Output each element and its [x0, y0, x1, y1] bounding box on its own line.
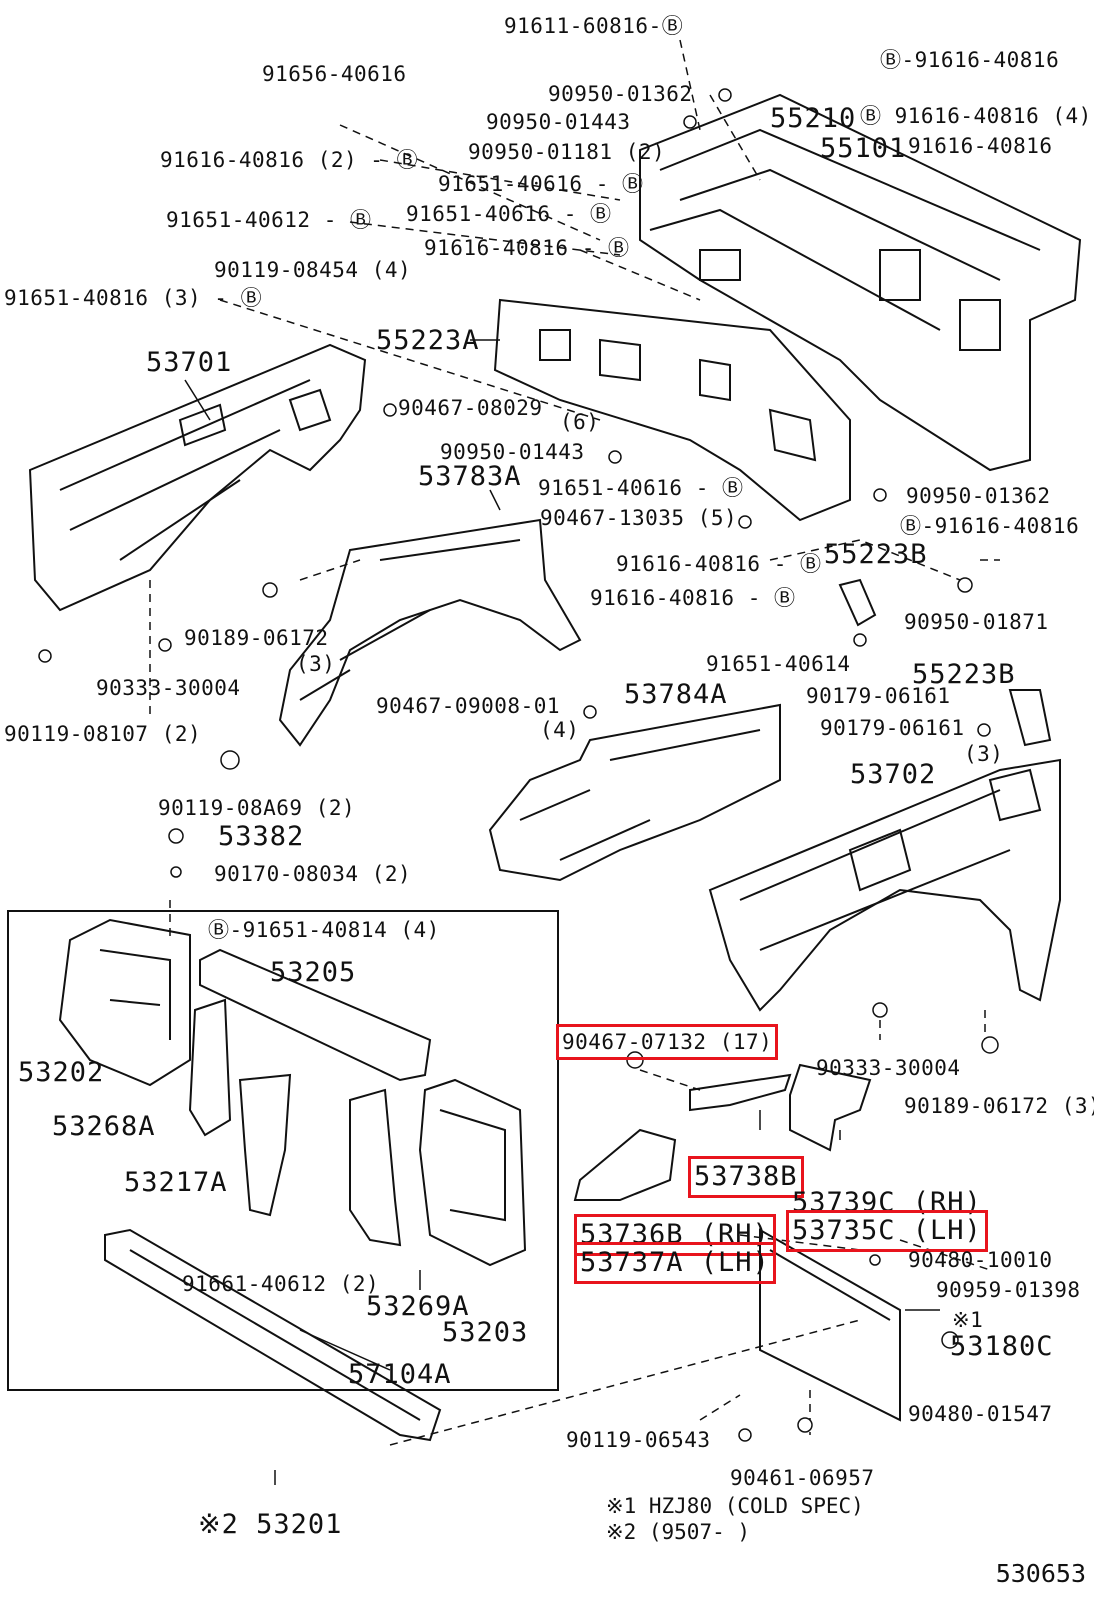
- radiator-support-group-frame: [7, 910, 559, 1391]
- callout-53217a: 53217A: [124, 1167, 228, 1198]
- callout-55101: 55101: [820, 133, 907, 164]
- callout-55223a: 55223A: [376, 325, 480, 356]
- callout-53736b-rh-highlighted: 53736B (RH): [574, 1214, 776, 1256]
- callout-90480-01547: 90480-01547: [908, 1402, 1053, 1426]
- callout-90467-13035: 90467-13035 (5): [540, 506, 738, 530]
- panel-53784a: [488, 703, 781, 882]
- callout-91661-40612: 91661-40612 (2): [182, 1272, 380, 1296]
- callout-53180c: 53180C: [950, 1331, 1054, 1362]
- callout-53783a: 53783A: [418, 461, 522, 492]
- apron-53701: [28, 343, 367, 612]
- callout-90333-30004-a: 90333-30004: [96, 676, 241, 700]
- callout-91651-40612: 91651-40612 - Ⓑ: [166, 208, 372, 232]
- callout-91616-40816-f: 91616-40816 - Ⓑ: [590, 586, 796, 610]
- callout-53203: 53203: [442, 1317, 529, 1348]
- callout-57104a: 57104A: [348, 1359, 452, 1390]
- callout-90119-08107: 90119-08107 (2): [4, 722, 202, 746]
- callout-90170-08034: 90170-08034 (2): [214, 862, 412, 886]
- callout-90480-10010: 90480-10010: [908, 1248, 1053, 1272]
- callout-91616-40816-d: Ⓑ-91616-40816: [900, 514, 1080, 538]
- callout-90950-01362-top: 90950-01362: [548, 82, 693, 106]
- callout-90467-08029-qty: (6): [560, 410, 600, 434]
- callout-cold-spec-mark: ※1: [952, 1308, 984, 1332]
- brace-53217a: [238, 1073, 292, 1217]
- member-57104a: [104, 1228, 442, 1442]
- callout-90467-09008-01: 90467-09008-01: [376, 694, 561, 718]
- callout-91651-40614: 91651-40614: [706, 652, 851, 676]
- callout-91616-40816-right: 91616-40816: [908, 134, 1053, 158]
- callout-90179-06161-a: 90179-06161: [806, 684, 951, 708]
- callout-53737a-lh-highlighted: 53737A (LH): [574, 1242, 776, 1284]
- callout-90950-01443-top: 90950-01443: [486, 110, 631, 134]
- callout-90189-06172-qty: (3): [296, 652, 336, 676]
- callout-53268a: 53268A: [52, 1111, 156, 1142]
- callout-91651-40616-c: 91651-40616 - Ⓑ: [538, 476, 744, 500]
- callout-90950-01362-mid: 90950-01362: [906, 484, 1051, 508]
- callout-91616-40816-c: 91616-40816 - Ⓑ: [424, 236, 630, 260]
- callout-55210: 55210: [770, 103, 857, 134]
- callout-91656-40616: 91656-40616: [262, 62, 407, 86]
- brace-53268a: [188, 998, 232, 1137]
- callout-91651-40814: Ⓑ-91651-40814 (4): [208, 918, 440, 942]
- callout-91651-40616-b: 91651-40616 - Ⓑ: [406, 202, 612, 226]
- callout-90119-06543: 90119-06543: [566, 1428, 711, 1452]
- callout-53701: 53701: [146, 347, 233, 378]
- support-53203: [418, 1078, 527, 1267]
- callout-91616-40816-2: 91616-40816 (2) - Ⓑ: [160, 148, 419, 172]
- callout-53738b-highlighted: 53738B: [688, 1156, 804, 1198]
- support-53202: [58, 918, 191, 1087]
- callout-90950-01871: 90950-01871: [904, 610, 1049, 634]
- callout-90959-01398: 90959-01398: [936, 1278, 1081, 1302]
- callout-90333-30004-b: 90333-30004: [816, 1056, 961, 1080]
- seal-53738b: [689, 1073, 792, 1112]
- callout-53201: ※2 53201: [198, 1509, 343, 1540]
- callout-53205: 53205: [270, 957, 357, 988]
- panel-53783a: [278, 518, 582, 747]
- callout-91616-40816-top: Ⓑ-91616-40816: [880, 48, 1060, 72]
- callout-53784a: 53784A: [624, 679, 728, 710]
- callout-90119-08454: 90119-08454 (4): [214, 258, 412, 282]
- callout-90467-09008-01-qty: (4): [540, 718, 580, 742]
- callout-91651-40616-a: 91651-40616 - Ⓑ: [438, 172, 644, 196]
- callout-53735c-lh-highlighted: 53735C (LH): [786, 1210, 988, 1252]
- callout-90950-01443-mid: 90950-01443: [440, 440, 585, 464]
- callout-55223b-b: 55223B: [912, 659, 1016, 690]
- note-cold-spec: ※1 HZJ80 (COLD SPEC): [606, 1494, 864, 1518]
- brace-53269a: [349, 1088, 402, 1247]
- callout-90467-08029: 90467-08029: [398, 396, 543, 420]
- seal-53736b: [573, 1128, 677, 1201]
- callout-90467-07132-highlighted: 90467-07132 (17): [555, 1024, 779, 1060]
- catalog-number: 530653: [995, 1559, 1086, 1588]
- support-53205: [199, 948, 432, 1082]
- callout-53739c-rh: 53739C (RH): [792, 1187, 982, 1218]
- callout-91616-40816-4: Ⓑ 91616-40816 (4): [860, 104, 1092, 128]
- seal-53739c: [789, 1063, 872, 1152]
- callout-90179-06161-b: 90179-06161: [820, 716, 965, 740]
- callout-91651-40816-3: 91651-40816 (3) - Ⓑ: [4, 286, 263, 310]
- callout-90461-06957: 90461-06957: [730, 1466, 875, 1490]
- callout-53382: 53382: [218, 821, 305, 852]
- apron-53702: [708, 758, 1061, 1012]
- insulator-55223a: [493, 298, 851, 522]
- guard-53180c: [759, 1228, 901, 1422]
- callout-90189-06172: 90189-06172: [184, 626, 329, 650]
- callout-90950-01181: 90950-01181 (2): [468, 140, 666, 164]
- dash-panel-55101: [639, 93, 1082, 472]
- callout-90119-08a69: 90119-08A69 (2): [158, 796, 356, 820]
- callout-91611-60816: 91611-60816-Ⓑ: [504, 14, 684, 38]
- callout-55223b-a: 55223B: [824, 539, 928, 570]
- callout-53202: 53202: [18, 1057, 105, 1088]
- callout-90179-06161-qty: (3): [964, 742, 1004, 766]
- callout-90189-06172-3: 90189-06172 (3): [904, 1094, 1094, 1118]
- callout-53702: 53702: [850, 759, 937, 790]
- note-date-range: ※2 (9507- ): [606, 1520, 751, 1544]
- callout-91616-40816-e: 91616-40816 - Ⓑ: [616, 552, 822, 576]
- callout-53269a: 53269A: [366, 1291, 470, 1322]
